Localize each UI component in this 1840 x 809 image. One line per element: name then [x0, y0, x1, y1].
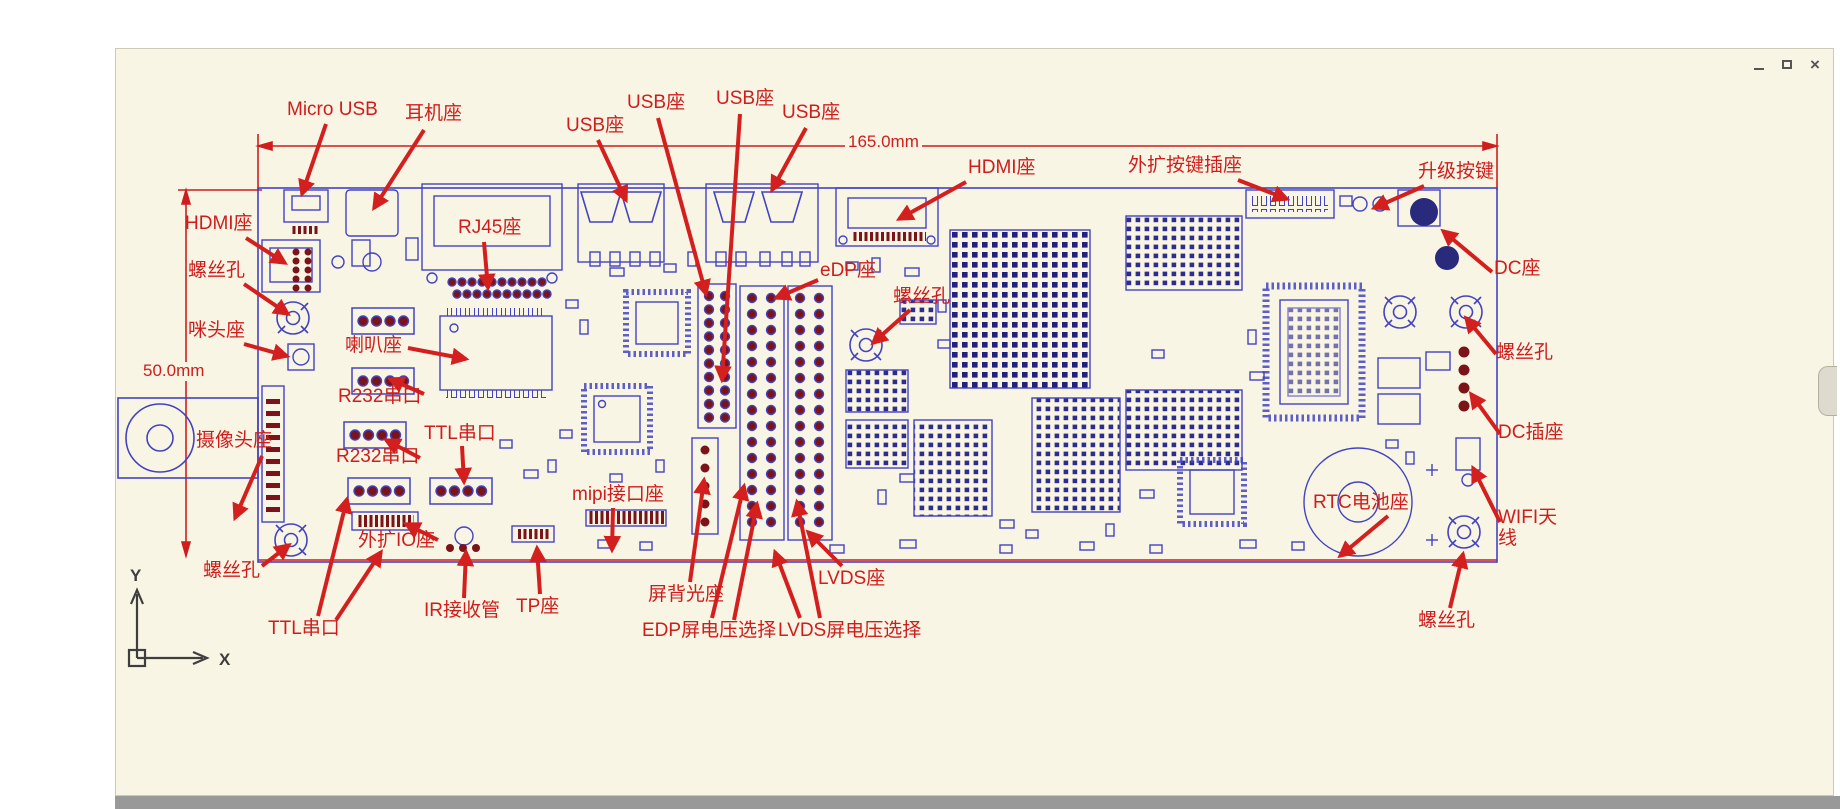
dimension-height-label: 50.0mm — [140, 361, 208, 381]
label-ttl-serial-mid: TTL串口 — [424, 423, 496, 444]
close-icon: × — [1810, 54, 1820, 74]
label-screw-hole-bottom-left: 螺丝孔 — [203, 560, 261, 581]
label-ir-receiver: IR接收管 — [424, 600, 501, 621]
label-earphone-jack: 耳机座 — [405, 103, 463, 124]
minimize-button[interactable] — [1750, 56, 1768, 72]
dimension-width-label: 165.0mm — [845, 132, 922, 152]
status-bar-area — [115, 796, 1840, 809]
window-controls: × — [1750, 54, 1824, 74]
label-speaker-conn: 喇叭座 — [345, 335, 403, 356]
label-screw-hole-right: 螺丝孔 — [1496, 342, 1554, 363]
label-lvds-voltage-select: LVDS屏电压选择 — [778, 620, 922, 641]
label-edp-conn: eDP座 — [820, 260, 876, 281]
label-r232-serial-2: R232串口 — [336, 446, 420, 467]
restore-icon — [1782, 59, 1792, 69]
side-panel-handle[interactable] — [1818, 366, 1837, 416]
label-usb-1: USB座 — [566, 115, 625, 136]
label-ttl-serial-bottom: TTL串口 — [268, 618, 340, 639]
label-lvds-conn: LVDS座 — [818, 568, 886, 589]
label-dc-jack: DC座 — [1494, 258, 1541, 279]
label-edp-voltage-select: EDP屏电压选择 — [642, 620, 777, 641]
label-r232-serial-1: R232串口 — [338, 386, 422, 407]
label-micro-usb: Micro USB — [287, 99, 378, 120]
label-wifi-antenna: WIFI天线 — [1498, 507, 1558, 549]
label-upgrade-key: 升级按键 — [1418, 161, 1495, 182]
label-ext-io-header: 外扩IO座 — [358, 530, 436, 551]
label-mipi-conn: mipi接口座 — [572, 484, 664, 505]
label-ext-key-header: 外扩按键插座 — [1128, 155, 1243, 176]
axis-y-label: Y — [130, 566, 142, 585]
label-usb-2: USB座 — [627, 92, 686, 113]
label-screw-hole-mid: 螺丝孔 — [893, 286, 951, 307]
label-mic-jack: 咪头座 — [188, 320, 246, 341]
label-hdmi-left: HDMI座 — [185, 213, 253, 234]
label-rj45-jack: RJ45座 — [458, 217, 522, 238]
label-screw-hole-bottom-right: 螺丝孔 — [1418, 610, 1476, 631]
label-tp-conn: TP座 — [516, 596, 560, 617]
restore-button[interactable] — [1778, 56, 1796, 72]
axis-x-label: X — [219, 650, 231, 669]
close-button[interactable]: × — [1806, 54, 1824, 74]
label-screw-hole-top-left: 螺丝孔 — [188, 260, 246, 281]
label-usb-3: USB座 — [716, 88, 775, 109]
label-backlight-conn: 屏背光座 — [648, 584, 725, 605]
label-hdmi-top: HDMI座 — [968, 157, 1036, 178]
label-rtc-battery: RTC电池座 — [1313, 492, 1409, 513]
label-usb-4: USB座 — [782, 102, 841, 123]
label-camera-conn: 摄像头座 — [196, 430, 273, 451]
label-dc-socket: DC插座 — [1498, 422, 1564, 443]
minimize-icon — [1754, 67, 1764, 70]
